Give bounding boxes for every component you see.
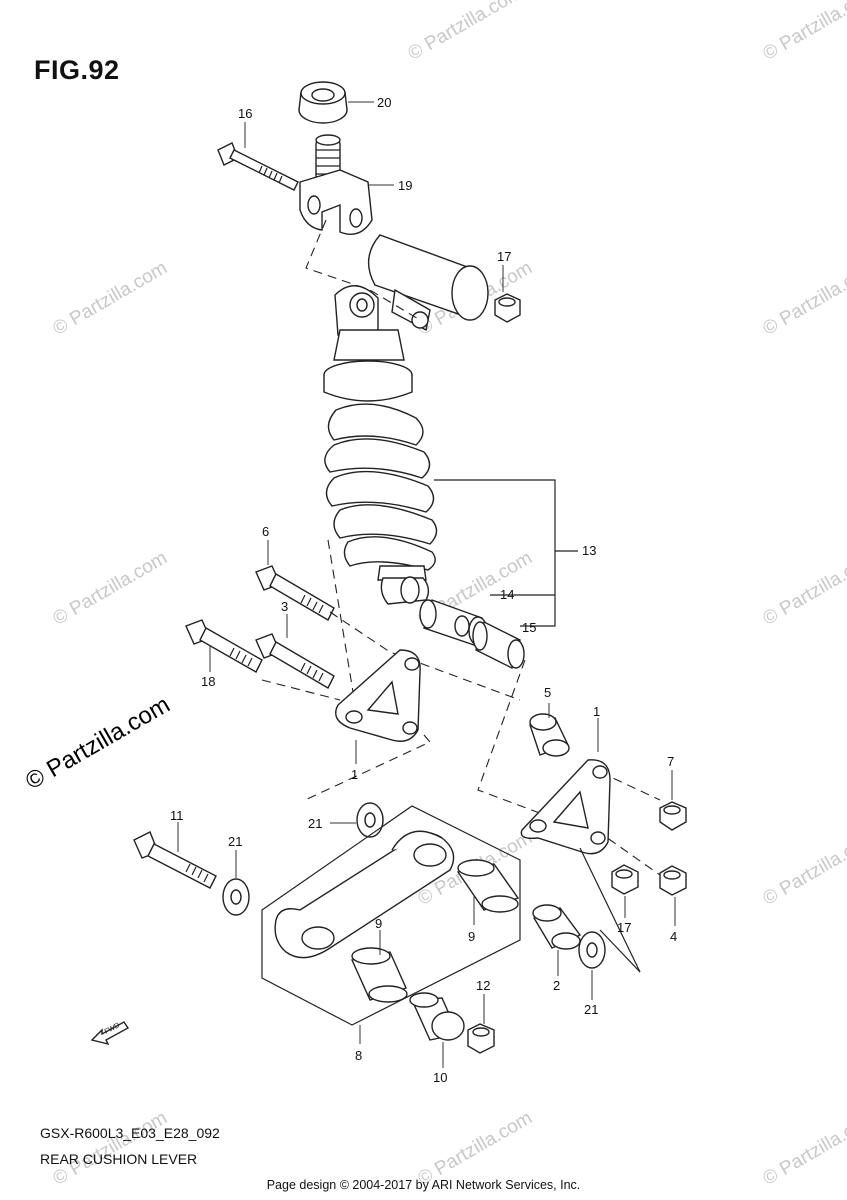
callout-2: 2 <box>553 978 560 993</box>
part-21-washer-right[interactable] <box>578 931 606 969</box>
part-10-pin[interactable] <box>409 992 465 1041</box>
callout-3: 3 <box>281 599 288 614</box>
callout-5: 5 <box>544 685 551 700</box>
part-5-collar[interactable] <box>529 713 570 757</box>
callout-10: 10 <box>433 1070 447 1085</box>
shock-reservoir <box>367 234 489 332</box>
callout-1-left: 1 <box>351 767 358 782</box>
part-6-bolt[interactable] <box>255 565 335 621</box>
callout-12: 12 <box>476 978 490 993</box>
part-19-clevis[interactable] <box>299 134 373 235</box>
part-7-nut[interactable] <box>659 801 687 831</box>
part-21-washer-mid[interactable] <box>356 802 384 838</box>
callout-8: 8 <box>355 1048 362 1063</box>
callout-14: 14 <box>500 587 514 602</box>
callout-9-lower: 9 <box>375 916 382 931</box>
callout-18: 18 <box>201 674 215 689</box>
callout-15: 15 <box>522 620 536 635</box>
part-9-bearing-upper[interactable] <box>456 859 520 913</box>
callout-19: 19 <box>398 178 412 193</box>
part-3-bolt[interactable] <box>255 633 335 689</box>
part-12-nut[interactable] <box>467 1023 495 1054</box>
part-11-bolt[interactable] <box>133 831 217 889</box>
callout-13: 13 <box>582 543 596 558</box>
part-4-nut[interactable] <box>659 865 687 896</box>
callout-20: 20 <box>377 95 391 110</box>
front-direction-icon: FWD <box>90 1021 130 1046</box>
figure-name: REAR CUSHION LEVER <box>40 1151 198 1167</box>
callout-21-left: 21 <box>228 834 242 849</box>
callout-9-upper: 9 <box>468 929 475 944</box>
part-17-nut-upper[interactable] <box>494 293 521 323</box>
callout-21-right: 21 <box>584 1002 598 1017</box>
figure-code: GSX-R600L3_E03_E28_092 <box>40 1125 220 1141</box>
part-8-tie-rod[interactable] <box>274 830 455 959</box>
callout-17-upper: 17 <box>497 249 511 264</box>
part-18-bolt[interactable] <box>185 619 263 673</box>
page-credit: Page design © 2004-2017 by ARI Network S… <box>266 1178 581 1192</box>
callout-4: 4 <box>670 929 677 944</box>
callout-17-lower: 17 <box>617 920 631 935</box>
part-16-bolt[interactable] <box>217 142 299 191</box>
figure-title: FIG.92 <box>34 55 120 85</box>
part-9-bearing-lower[interactable] <box>351 947 408 1003</box>
part-20-bushing[interactable] <box>298 81 348 124</box>
part-13-shock-absorber[interactable] <box>323 285 438 605</box>
part-17-nut-lower[interactable] <box>611 864 639 895</box>
part-2-collar[interactable] <box>532 904 582 950</box>
part-1-plate-right[interactable] <box>520 759 611 855</box>
callout-1-right: 1 <box>593 704 600 719</box>
part-15-collar[interactable] <box>472 620 525 670</box>
callout-11: 11 <box>170 808 184 823</box>
part-14-bearing[interactable] <box>419 599 488 646</box>
callout-7: 7 <box>667 754 674 769</box>
callout-6: 6 <box>262 524 269 539</box>
part-1-plate-left[interactable] <box>335 649 421 742</box>
callout-21-mid: 21 <box>308 816 322 831</box>
callout-16: 16 <box>238 106 252 121</box>
part-21-washer-left[interactable] <box>222 878 250 916</box>
